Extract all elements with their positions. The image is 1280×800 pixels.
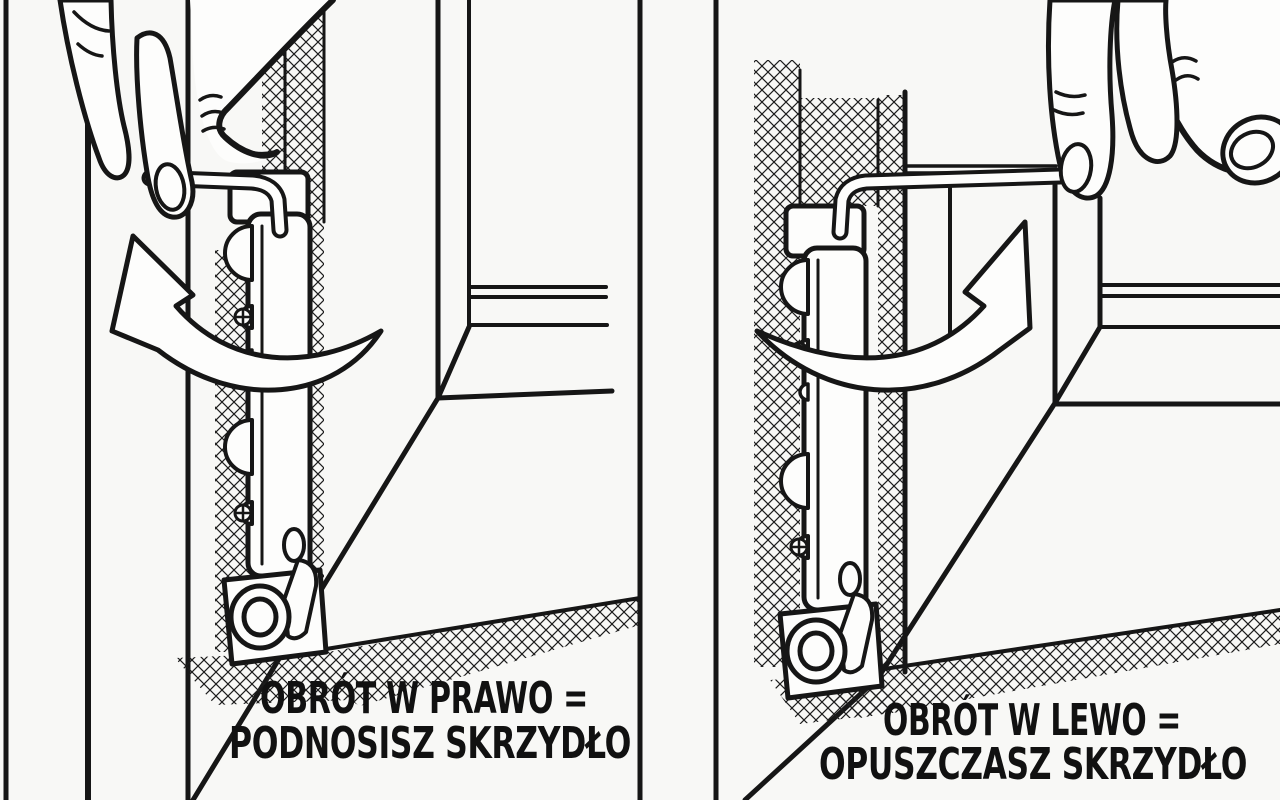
hinge-bushing-inner [241,596,279,638]
finger-fold-crease [235,145,276,156]
hinge-pivot-pin-r [838,592,875,675]
thumbnail-r [1228,129,1276,171]
caption-right: OBRÓT W LEWO = OPUSZCZASZ SKRZYDŁO [819,693,1248,790]
phillips-cross-2-r [791,539,807,555]
knuckle-creases [198,93,226,133]
hinge-knuckle-bottom [223,418,254,476]
phillips-cross-1 [235,309,251,325]
index-creases-r [1052,90,1087,117]
ground-band-edge-r [808,608,1280,682]
caption-right-line2: OPUSZCZASZ SKRZYDŁO [819,739,1247,790]
panel-left: OBRÓT W PRAWO = PODNOSISZ SKRZYDŁO [3,0,643,800]
hinge-knuckle-top-r [779,258,810,316]
allen-key-left [141,169,289,239]
caption-right-line1: OBRÓT W LEWO = [883,693,1181,746]
rotation-arrow-left [109,233,384,393]
hinge-slot-hole [282,527,306,563]
caption-left-line1: OBRÓT W PRAWO = [260,671,588,724]
phillips-cross-2 [235,505,251,521]
glazing-bead-lines-r [1098,283,1280,298]
allen-key-right [831,167,1069,241]
hinge-pivot-pin [282,558,319,641]
hand-back-fill [190,0,333,164]
fingernail-r [1058,142,1094,194]
sash-corner-bevel [435,324,472,401]
hinge-bar [245,211,313,579]
fingernail [153,162,187,212]
hand-left [57,0,336,220]
sash-corner-bevel-r [1052,324,1103,406]
allen-key-body-r [835,171,1065,237]
caption-left: OBRÓT W PRAWO = PODNOSISZ SKRZYDŁO [229,671,632,769]
hinge-knuckle-bottom-r [779,452,810,510]
hinge-bushing-inner-r [797,630,835,672]
hinge-knuckle-top [223,224,254,282]
hatch-ground-band-r [800,610,1280,718]
middle-finger-r [1114,0,1180,164]
hand-right [1045,0,1280,201]
corner-hinge-left [221,169,329,667]
thumb-creases [72,10,111,58]
sill-edge-line [435,388,615,401]
knuckle-creases-r [1170,56,1200,82]
hinge-screw-boss-2-r [798,382,810,402]
panel-right: OBRÓT W LEWO = OPUSZCZASZ SKRZYDŁO [713,0,1280,800]
allen-key-body [145,173,285,235]
rotation-arrow-right [754,219,1033,393]
caption-left-line2: PODNOSISZ SKRZYDŁO [229,718,631,769]
hinge-bar-r [801,245,869,613]
hinge-slot-hole-r [838,561,862,597]
index-finger-r [1045,0,1118,201]
ground-band-edge [318,596,642,652]
hatch-ground-band [300,598,640,706]
